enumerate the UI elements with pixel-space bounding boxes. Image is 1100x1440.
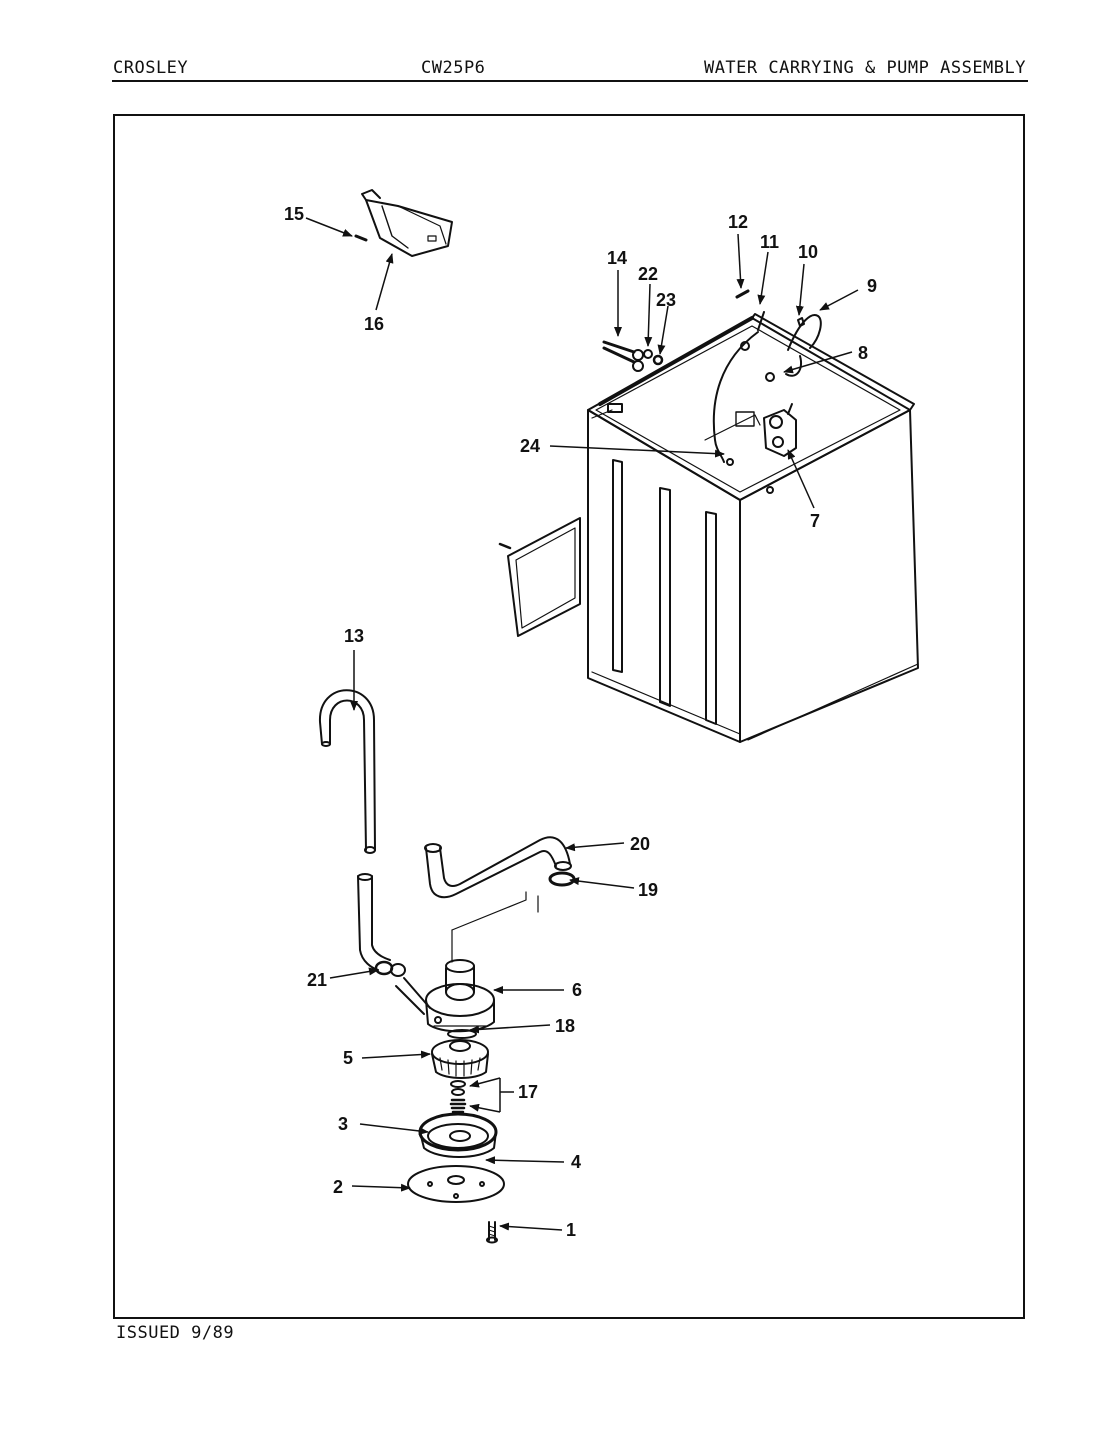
base-plate-drawing xyxy=(407,1165,505,1203)
callout-20: 20 xyxy=(630,834,650,854)
leader-23 xyxy=(657,305,669,355)
header-rule xyxy=(112,80,1028,82)
leader-8 xyxy=(783,351,853,374)
leader-20 xyxy=(565,842,625,852)
callout-11: 11 xyxy=(760,232,779,252)
callout-22: 22 xyxy=(638,264,658,284)
seal-kit-17-drawing xyxy=(449,1080,467,1114)
screw-1-drawing xyxy=(486,1221,498,1244)
leader-10 xyxy=(795,263,805,316)
leader-22 xyxy=(644,283,653,347)
o-ring-and-cover-drawing xyxy=(418,1112,498,1158)
leader-16 xyxy=(375,253,394,311)
drain-hose-13-drawing xyxy=(318,689,391,971)
leader-12 xyxy=(736,233,745,289)
callout-8: 8 xyxy=(858,343,868,363)
leader-5 xyxy=(361,1050,431,1059)
leader-2 xyxy=(351,1183,411,1192)
callout-12: 12 xyxy=(728,212,748,232)
cabinet-drawing xyxy=(587,313,919,743)
leader-17-bottom xyxy=(469,1103,501,1113)
bracket-17 xyxy=(499,1078,514,1112)
leader-17-top xyxy=(469,1077,501,1088)
issued-date: ISSUED 9/89 xyxy=(116,1323,235,1343)
leader-3 xyxy=(359,1123,429,1135)
callout-5: 5 xyxy=(343,1048,353,1068)
clamp-19-drawing xyxy=(548,871,576,887)
callout-1: 1 xyxy=(566,1220,576,1240)
leader-7 xyxy=(787,449,815,509)
impeller-drawing xyxy=(431,1039,489,1079)
callout-9: 9 xyxy=(867,276,877,296)
callout-10: 10 xyxy=(798,242,818,262)
pump-housing-drawing xyxy=(395,959,495,1033)
leader-15 xyxy=(305,217,353,237)
callout-6: 6 xyxy=(572,980,582,1000)
seal-18-drawing xyxy=(447,1029,477,1039)
header-brand: CROSLEY xyxy=(113,58,189,78)
leader-9 xyxy=(819,289,859,311)
back-panel-drawing xyxy=(498,517,581,637)
callout-13: 13 xyxy=(344,626,364,646)
callout-15: 15 xyxy=(284,204,304,224)
callout-7: 7 xyxy=(810,511,820,531)
header-model: CW25P6 xyxy=(421,58,486,78)
callout-19: 19 xyxy=(638,880,658,900)
callout-4: 4 xyxy=(571,1152,581,1172)
header-section-title: WATER CARRYING & PUMP ASSEMBLY xyxy=(703,58,1026,78)
hose-20-drawing xyxy=(424,836,572,899)
callout-17: 17 xyxy=(518,1082,538,1102)
hardware-14-22-23-drawing xyxy=(602,289,750,372)
leader-4 xyxy=(485,1156,565,1165)
callout-23: 23 xyxy=(656,290,676,310)
callout-16: 16 xyxy=(364,314,384,334)
leader-19 xyxy=(569,877,635,889)
callout-18: 18 xyxy=(555,1016,575,1036)
leader-1 xyxy=(499,1222,563,1231)
bracket-drawing xyxy=(354,189,453,257)
leader-18 xyxy=(469,1024,551,1034)
callout-14: 14 xyxy=(607,248,627,268)
water-valve-drawing xyxy=(763,403,797,457)
leader-21 xyxy=(329,967,379,979)
callout-3: 3 xyxy=(338,1114,348,1134)
clamp-21-drawing xyxy=(374,960,406,977)
alignment-guide-lines xyxy=(451,891,539,963)
diagram-frame xyxy=(113,114,1025,1319)
callout-2: 2 xyxy=(333,1177,343,1197)
leader-11 xyxy=(757,251,769,305)
callout-21: 21 xyxy=(307,970,327,990)
leader-24 xyxy=(549,445,725,458)
callout-24: 24 xyxy=(520,436,540,456)
